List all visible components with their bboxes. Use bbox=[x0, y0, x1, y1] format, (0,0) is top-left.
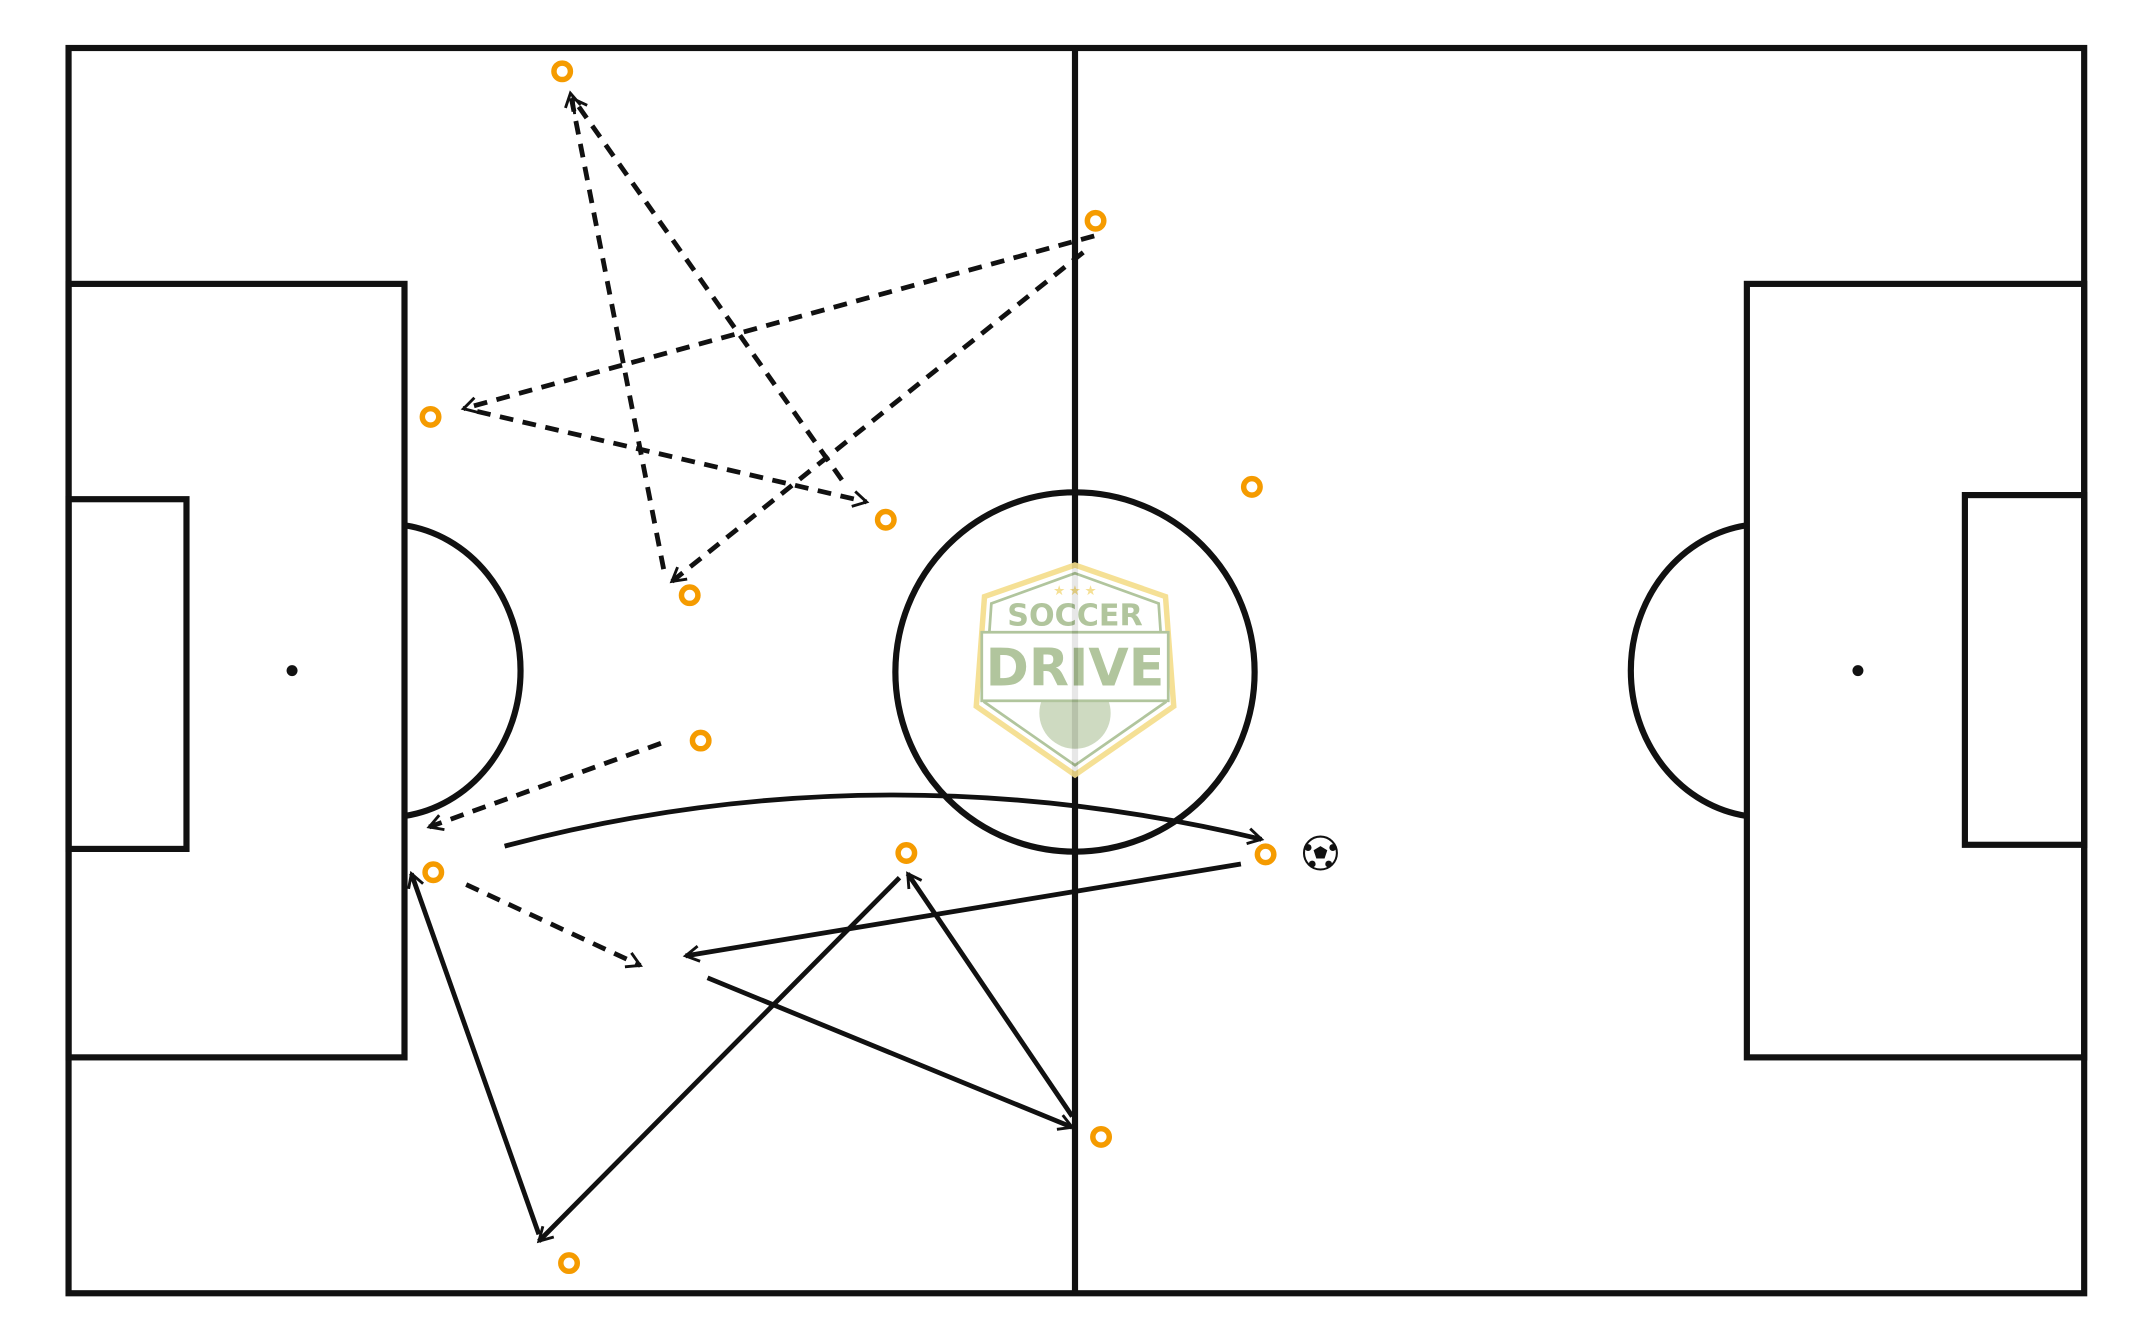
star-icons: ★ ★ ★ bbox=[1053, 583, 1097, 598]
player-marker-icon[interactable] bbox=[895, 842, 918, 864]
player-marker-icon[interactable] bbox=[422, 861, 445, 884]
center-circle bbox=[892, 489, 1258, 855]
pass-arrow bbox=[905, 871, 1075, 1118]
run-arrow bbox=[426, 741, 662, 832]
player-marker-icon[interactable] bbox=[419, 405, 442, 428]
player-marker-icon[interactable] bbox=[1240, 475, 1263, 498]
players bbox=[419, 60, 1277, 1275]
run-arrow bbox=[465, 882, 643, 969]
pass-arrow bbox=[407, 870, 542, 1236]
logo-text-soccer: SOCCER bbox=[1007, 598, 1142, 633]
right-goal-area bbox=[1961, 492, 2088, 848]
pass-arrow bbox=[503, 792, 1265, 849]
player-marker-icon[interactable] bbox=[1084, 209, 1107, 232]
player-marker-icon[interactable] bbox=[874, 508, 897, 531]
player-marker-icon[interactable] bbox=[678, 584, 701, 607]
logo-text-drive: DRIVE bbox=[986, 639, 1165, 699]
player-marker-icon[interactable] bbox=[551, 60, 574, 83]
right-penalty-spot bbox=[1852, 665, 1864, 677]
left-penalty-area bbox=[65, 280, 408, 1061]
player-marker-icon[interactable] bbox=[1254, 843, 1277, 866]
run-arrow bbox=[476, 409, 870, 508]
left-goal-area bbox=[65, 496, 190, 852]
run-arrow bbox=[571, 96, 844, 482]
run-arrow bbox=[564, 90, 667, 570]
player-runs bbox=[426, 90, 1095, 969]
right-penalty-area bbox=[1743, 280, 2088, 1061]
player-marker-icon[interactable] bbox=[558, 1252, 581, 1275]
player-marker-icon[interactable] bbox=[689, 729, 712, 752]
right-penalty-arc bbox=[1627, 522, 1748, 820]
left-penalty-spot bbox=[286, 665, 298, 677]
player-marker-icon[interactable] bbox=[1090, 1125, 1113, 1148]
run-arrow bbox=[460, 233, 1095, 414]
passes bbox=[407, 792, 1265, 1244]
run-arrow bbox=[669, 250, 1085, 584]
pass-arrow bbox=[706, 975, 1075, 1131]
pitch-markings bbox=[65, 44, 2088, 1297]
pass-arrow bbox=[536, 876, 902, 1244]
left-penalty-arc bbox=[404, 522, 524, 820]
soccer-drive-logo: ★ ★ ★ SOCCER DRIVE bbox=[973, 562, 1177, 779]
pass-arrow bbox=[682, 861, 1242, 963]
soccer-ball-icon[interactable] bbox=[1302, 835, 1338, 871]
